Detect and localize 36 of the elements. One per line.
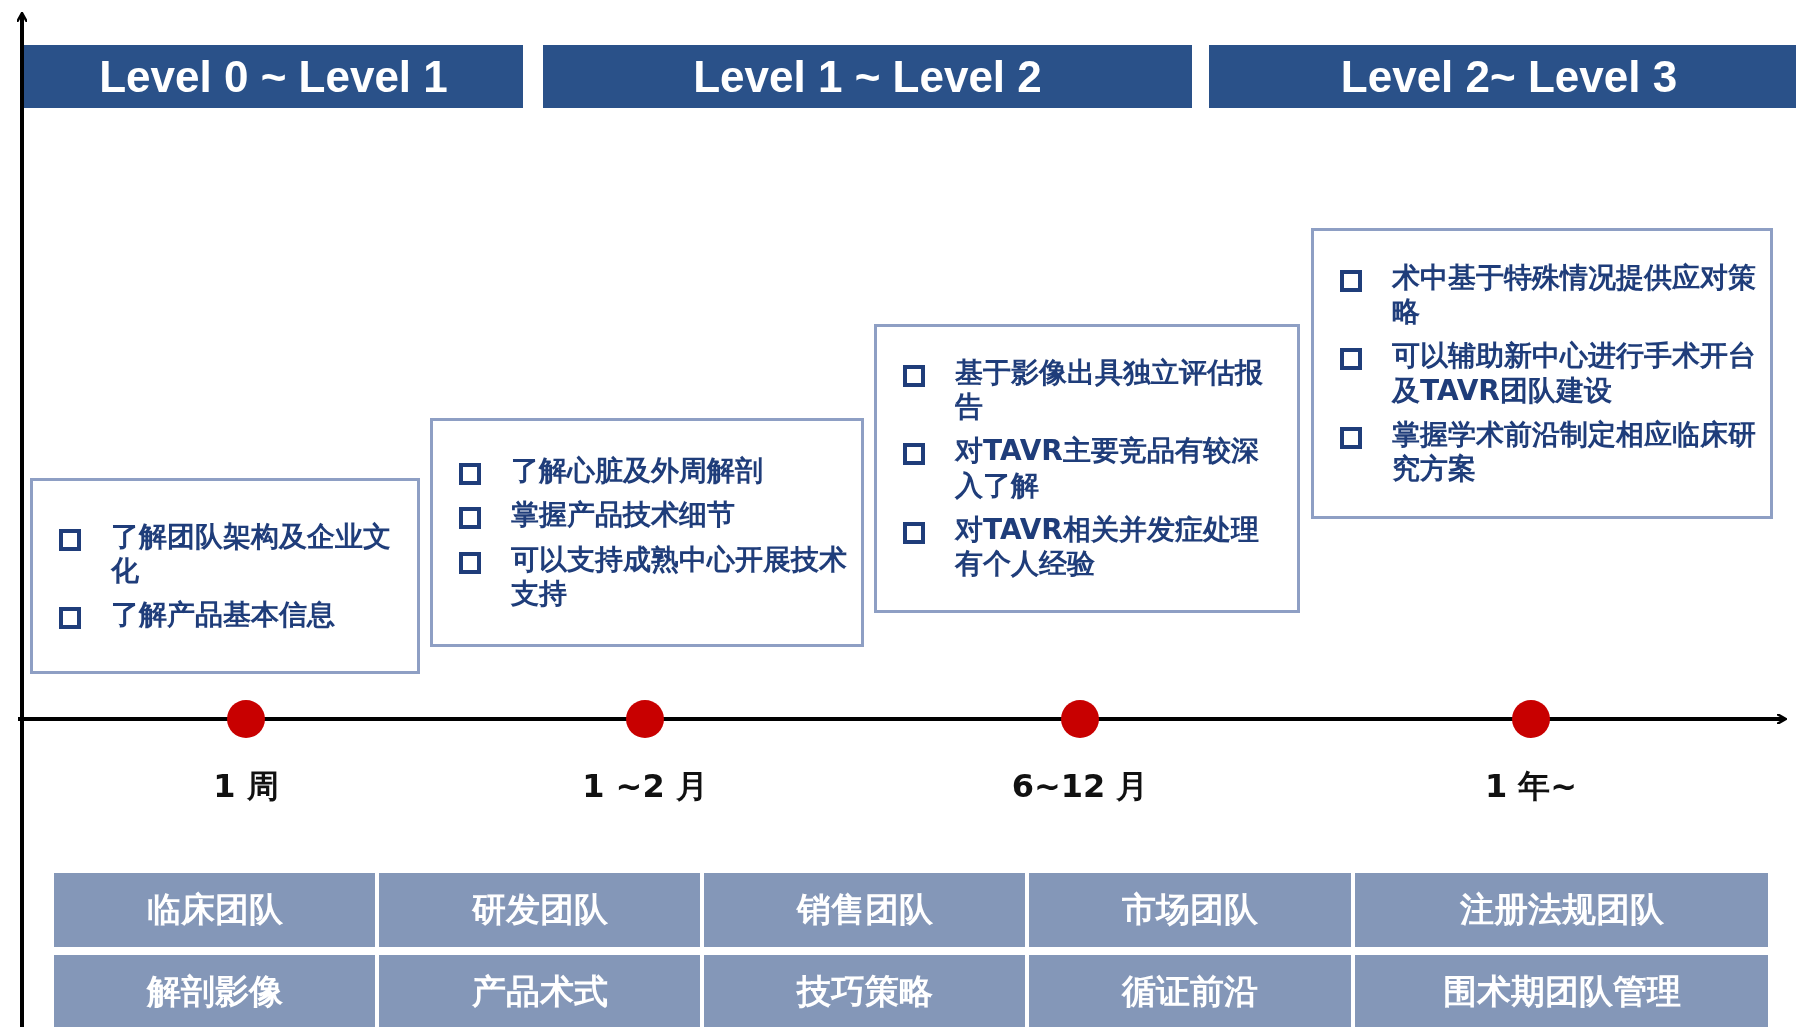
bullet-text: 了解心脏及外周解剖 bbox=[511, 454, 763, 489]
bullet-text: 对TAVR相关并发症处理有个人经验 bbox=[955, 512, 1260, 581]
bullet-text: 对TAVR主要竞品有较深入了解 bbox=[955, 434, 1260, 503]
text-box bbox=[1311, 228, 1773, 519]
time-label: 1 年~ bbox=[1483, 766, 1579, 807]
timeline-dot bbox=[1512, 700, 1550, 738]
team-cell: 注册法规团队 bbox=[1355, 873, 1768, 947]
time-label: 1 周 bbox=[212, 766, 280, 807]
team-cell: 解剖影像 bbox=[54, 955, 375, 1027]
team-cell: 技巧策略 bbox=[704, 955, 1025, 1027]
bullet-text: 了解团队架构及企业文化 bbox=[111, 519, 392, 589]
team-cell: 产品术式 bbox=[379, 955, 700, 1027]
team-cell: 围术期团队管理 bbox=[1355, 955, 1768, 1027]
bullet-text: 可以辅助新中心进行手术开台及TAVR团队建设 bbox=[1392, 339, 1756, 408]
timeline-dot bbox=[1061, 700, 1099, 738]
text-box bbox=[430, 418, 864, 647]
time-label: 6~12 月 bbox=[1010, 766, 1150, 807]
bullet-text: 基于影像出具独立评估报告 bbox=[955, 356, 1264, 425]
level-banner: Level 2~ Level 3 bbox=[1209, 45, 1796, 108]
text-box bbox=[30, 478, 420, 674]
team-cell: 销售团队 bbox=[704, 873, 1025, 947]
time-label: 1 ~2 月 bbox=[581, 766, 709, 807]
bullet-text: 掌握产品技术细节 bbox=[511, 498, 735, 533]
timeline-dot bbox=[626, 700, 664, 738]
team-cell: 临床团队 bbox=[54, 873, 375, 947]
team-cell: 循证前沿 bbox=[1029, 955, 1351, 1027]
bullet-text: 可以支持成熟中心开展技术支持 bbox=[511, 542, 847, 611]
level-banner: Level 0 ~ Level 1 bbox=[24, 45, 523, 108]
timeline-dot bbox=[227, 700, 265, 738]
bullet-text: 掌握学术前沿制定相应临床研究方案 bbox=[1392, 417, 1756, 486]
level-banner: Level 1 ~ Level 2 bbox=[543, 45, 1192, 108]
bullet-text: 了解产品基本信息 bbox=[111, 598, 335, 633]
bullet-text: 术中基于特殊情况提供应对策略 bbox=[1392, 261, 1756, 330]
team-cell: 市场团队 bbox=[1029, 873, 1351, 947]
team-cell: 研发团队 bbox=[379, 873, 700, 947]
text-box bbox=[874, 324, 1300, 613]
